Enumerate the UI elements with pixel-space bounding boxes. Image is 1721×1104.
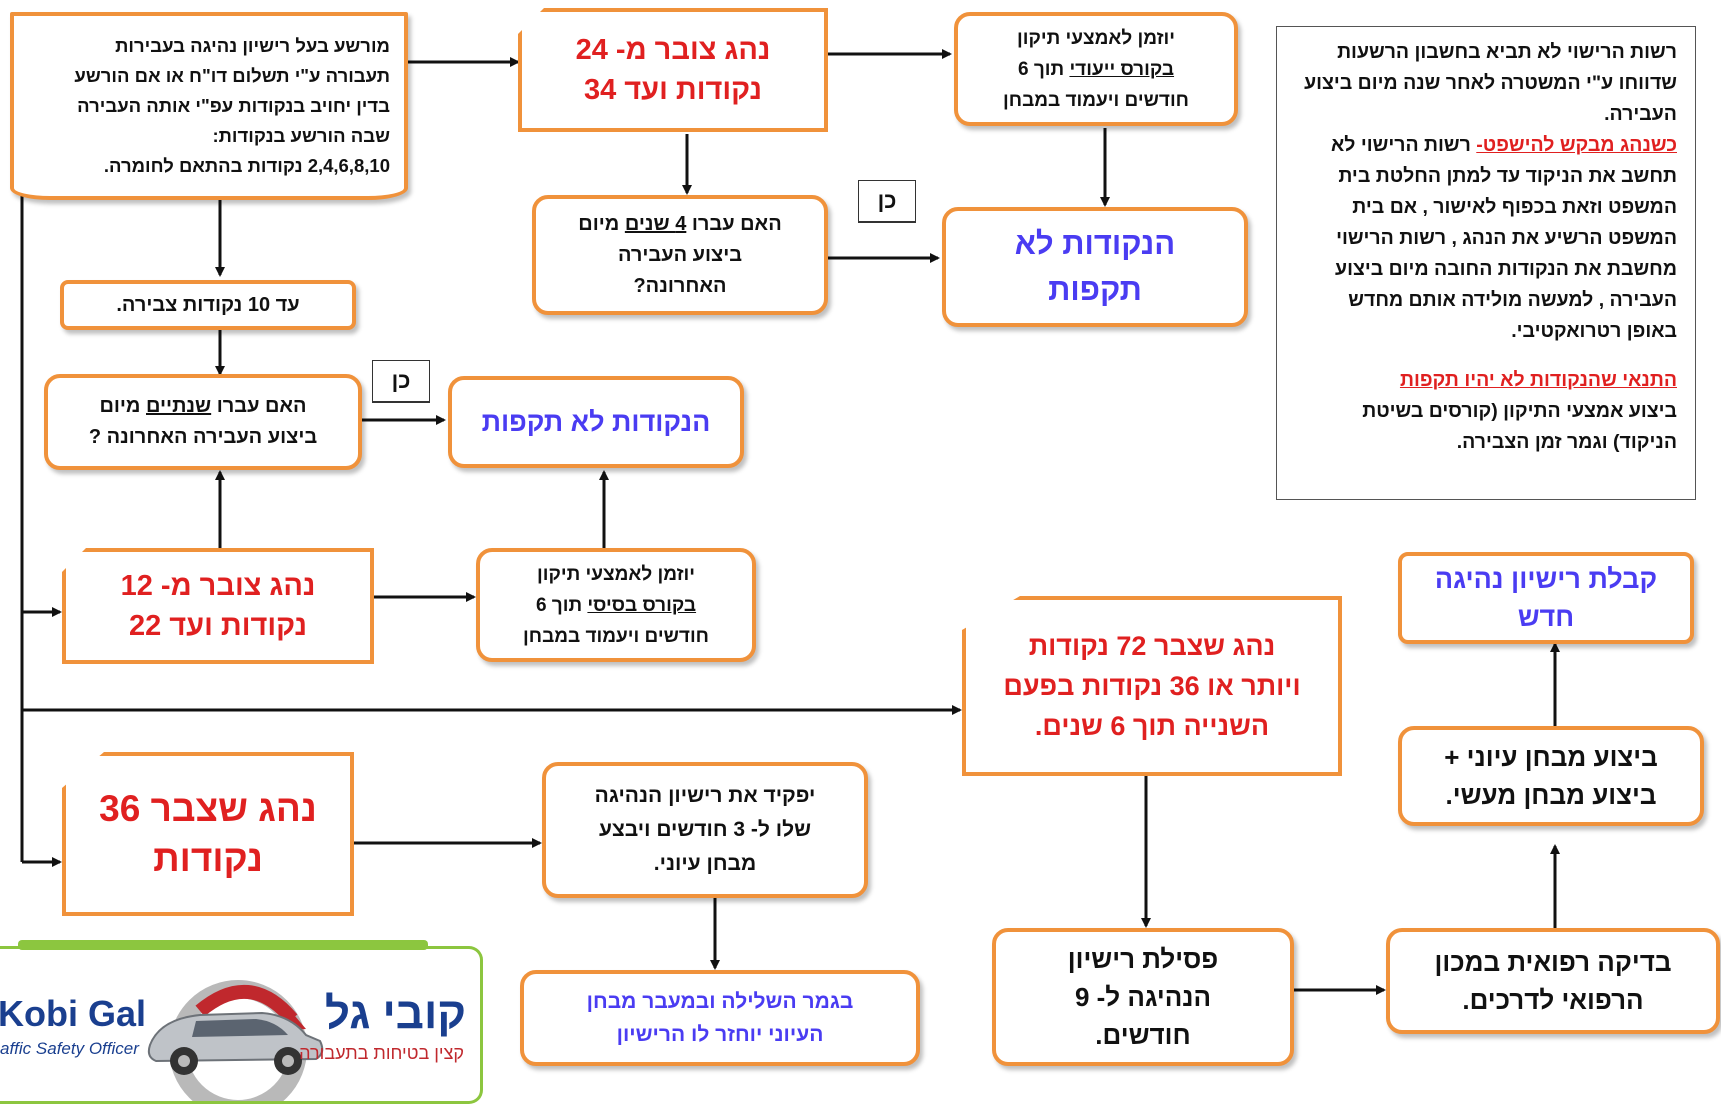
two-years-q-underlined: שנתיים	[146, 395, 212, 417]
not-valid-mid-text: הנקודות לא תקפות	[481, 406, 711, 437]
special-course-box: יוזמן לאמצעי תיקון בקורס ייעודי תוך 6 חו…	[954, 12, 1238, 126]
notes-panel: רשות הרישוי לא תביא בחשבון הרשעות שדווחו…	[1276, 26, 1696, 500]
logo-tagline-hebrew: קצין בטיחות בתעבורה	[299, 1043, 464, 1063]
points-72-line3: השנייה תוך 6 שנים.	[1034, 711, 1270, 741]
two-years-q-before: האם עברו	[211, 395, 307, 417]
four-years-question-box: האם עברו 4 שנים מיום ביצוע העבירה האחרונ…	[532, 195, 828, 315]
points-12-22-line2: נקודות ועד 22	[128, 610, 308, 642]
not-valid-top-line1: הנקודות לא	[1014, 226, 1176, 261]
tests-box: ביצוע מבחן עיוני + ביצוע מבחן מעשי.	[1398, 726, 1704, 826]
medical-line2: הרפואי לדרכים.	[1462, 985, 1644, 1015]
points-24-34-line2: נקודות ועד 34	[583, 74, 763, 106]
disqualify-line2: הנהיגה ל- 9	[1074, 982, 1212, 1012]
points-12-22-line1: נהג צובר מ- 12	[120, 570, 316, 602]
notes-condition-heading: התנאי שהנקודות לא יהיו תקפות	[1399, 369, 1677, 391]
deposit-line3: מבחן עיוני.	[653, 852, 757, 875]
tests-line1: ביצוע מבחן עיוני +	[1444, 742, 1658, 772]
two-years-question-box: האם עברו שנתיים מיום ביצוע העבירה האחרונ…	[44, 374, 362, 470]
points-24-34-line1: נהג צובר מ- 24	[575, 34, 771, 66]
four-years-q-line2: ביצוע העבירה	[617, 243, 743, 266]
logo-tagline-english: affic Safety Officer	[0, 1039, 139, 1058]
points-72-box: נהג שצבר 72 נקודות ויותר או 36 נקודות בפ…	[962, 596, 1342, 776]
notes-paragraph-1: רשות הרישוי לא תביא בחשבון הרשעות שדווחו…	[1304, 41, 1677, 125]
special-course-line3: חודשים ויעמוד במבחן	[1003, 89, 1189, 111]
logo-name-hebrew: קובי גל	[324, 989, 466, 1038]
inherit-line: תעבורה ע"י תשלום דו"ח או אם הורשע	[74, 65, 390, 86]
not-valid-top-box: הנקודות לא תקפות	[942, 207, 1248, 327]
points-12-22-box: נהג צובר מ- 12 נקודות ועד 22	[62, 548, 374, 664]
disqualify-line3: חודשים.	[1095, 1020, 1191, 1050]
four-years-q-line3: האחרונה?	[633, 274, 727, 297]
new-license-box: קבלת רישיון נהיגה חדש	[1398, 552, 1694, 644]
inherit-line: בדין יחויב בנקודות עפ"י אותה העבירה	[77, 95, 390, 116]
notes-paragraph-3: התנאי שהנקודות לא יהיו תקפות	[1297, 365, 1677, 396]
points-36-box: נהג שצבר 36 נקודות	[62, 752, 354, 916]
two-years-q-after: מיום	[99, 395, 146, 417]
yes-label-mid: כן	[372, 360, 430, 403]
return-license-line1: בגמר השלילה ובמעבר מבחן	[586, 990, 854, 1013]
two-years-q-line2: ביצוע העבירה האחרונה ?	[88, 426, 318, 448]
four-years-q-underlined: 4 שנים	[624, 212, 687, 235]
disqualify-line1: פסילת רישיון	[1067, 944, 1219, 974]
logo: Kobi Gal affic Safety Officer קובי גל קצ…	[0, 940, 483, 1104]
tests-line2: ביצוע מבחן מעשי.	[1445, 780, 1657, 810]
medical-line1: בדיקה רפואית במכון	[1434, 947, 1672, 977]
yes-label-top: כן	[858, 180, 916, 223]
points-72-line2: ויותר או 36 נקודות בפעם	[1003, 671, 1301, 701]
special-course-line1: יוזמן לאמצעי תיקון	[1016, 27, 1176, 49]
basic-course-line3: חודשים ויעמוד במבחן	[523, 625, 709, 647]
return-license-box: בגמר השלילה ובמעבר מבחן העיוני יוחזר לו …	[520, 970, 920, 1066]
notes-court-text: רשות הרישוי לא תחשב את הניקוד עד למתן הח…	[1330, 134, 1677, 342]
points-36-line2: נקודות	[153, 838, 263, 879]
notes-paragraph-2: כשנהג מבקש להישפט- רשות הרישוי לא תחשב א…	[1297, 130, 1677, 347]
special-course-line2-rest: תוך 6	[1017, 58, 1070, 80]
return-license-line2: העיוני יוחזר לו הרישיון	[616, 1023, 824, 1046]
not-valid-top-line2: תקפות	[1048, 272, 1142, 307]
inherit-line: 2,4,6,8,10 נקודות בהתאם לחומרה.	[103, 155, 390, 176]
medical-check-box: בדיקה רפואית במכון הרפואי לדרכים.	[1386, 928, 1720, 1034]
basic-course-line2-rest: תוך 6	[535, 594, 588, 616]
logo-top-bar	[18, 940, 428, 950]
deposit-line1: יפקיד את רישיון הנהיגה	[594, 784, 816, 807]
logo-name-english: Kobi Gal	[0, 993, 147, 1034]
up-to-10-text: עד 10 נקודות צבירה.	[116, 293, 300, 316]
points-72-line1: נהג שצבר 72 נקודות	[1028, 631, 1276, 661]
logo-car-icon	[147, 980, 324, 1101]
new-license-line1: קבלת רישיון נהיגה	[1434, 564, 1658, 594]
four-years-q-after: מיום	[578, 212, 625, 235]
new-license-line2: חדש	[1517, 602, 1575, 632]
not-valid-mid-box: הנקודות לא תקפות	[448, 376, 744, 468]
notes-condition-text: ביצוע אמצעי התיקון (קורסים בשיטת הניקוד)…	[1362, 400, 1677, 453]
basic-course-underlined: בקורס בסיסי	[587, 594, 697, 616]
points-36-line1: נהג שצבר 36	[99, 788, 317, 829]
basic-course-box: יוזמן לאמצעי תיקון בקורס בסיסי תוך 6 חוד…	[476, 548, 756, 662]
inherit-box: מורשע בעל רישיון נהיגה בעבירות תעבורה ע"…	[10, 12, 408, 200]
four-years-q-before: האם עברו	[686, 212, 782, 235]
deposit-license-box: יפקיד את רישיון הנהיגה שלו ל- 3 חודשים ו…	[542, 762, 868, 898]
notes-court-heading: כשנהג מבקש להישפט-	[1476, 134, 1677, 156]
disqualify-box: פסילת רישיון הנהיגה ל- 9 חודשים.	[992, 928, 1294, 1066]
deposit-line2: שלו ל- 3 חודשים ויבצע	[599, 818, 811, 841]
points-24-34-box: נהג צובר מ- 24 נקודות ועד 34	[518, 8, 828, 132]
special-course-underlined: בקורס ייעודי	[1069, 58, 1175, 80]
up-to-10-box: עד 10 נקודות צבירה.	[60, 280, 356, 330]
inherit-line: שבה הורשע בנקודות:	[212, 125, 390, 146]
basic-course-line1: יוזמן לאמצעי תיקון	[536, 563, 696, 585]
inherit-line: מורשע בעל רישיון נהיגה בעבירות	[115, 35, 390, 56]
